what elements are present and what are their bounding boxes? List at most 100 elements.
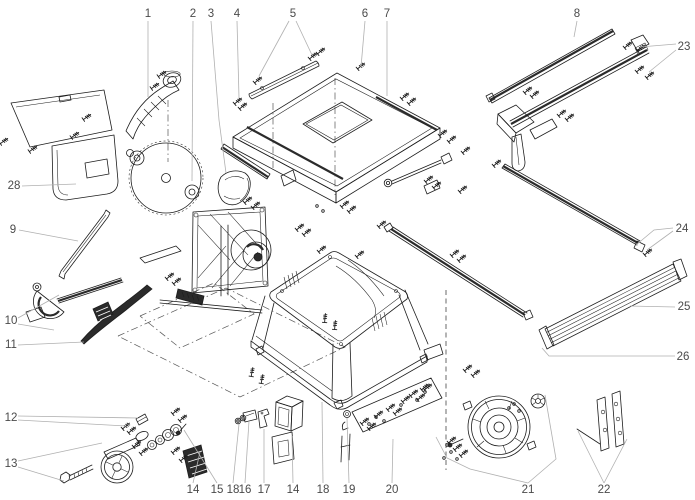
guard-side-covers-shape [16, 95, 100, 107]
part-label-18: 18 [227, 484, 240, 496]
screw-icon [232, 95, 244, 107]
callout-leader-24 [647, 231, 673, 250]
part-label-18: 18 [317, 484, 330, 496]
screw-icon [376, 218, 388, 230]
fan-housing-shape [536, 399, 541, 404]
callout-leader-3 [211, 21, 226, 173]
motor-assembly [140, 207, 271, 313]
table-top-shape [336, 128, 440, 203]
guard-side-covers-shape [11, 90, 112, 147]
motor-assembly-shape [194, 213, 198, 217]
screw-icon [529, 88, 541, 100]
callout-leader-21 [528, 395, 556, 483]
rip-fence-shape [631, 35, 649, 50]
base-housing-shape [276, 258, 400, 341]
base-housing [251, 252, 443, 410]
leg-brackets-shape [612, 391, 624, 447]
screw-icon [81, 112, 93, 122]
screw-icon [164, 270, 176, 282]
small-hardware-parts-shape [176, 431, 180, 435]
small-hardware-parts-shape [240, 415, 246, 421]
part-label-7: 7 [384, 8, 390, 20]
callout-leader-25 [630, 306, 675, 307]
hardware-dot [443, 457, 446, 460]
leg-brackets-shape [616, 417, 620, 421]
handwheel-assembly-shape [105, 455, 130, 480]
arbor-flanges-shape [185, 185, 199, 199]
rip-fence-shape [489, 29, 615, 103]
base-housing-shape [270, 252, 408, 349]
extension-table-shape [673, 259, 687, 280]
rear-rail [502, 164, 645, 252]
rip-fence-shape [516, 137, 519, 165]
saw-blade-shape [129, 141, 203, 215]
callout-leader-19 [347, 418, 349, 483]
table-top [221, 73, 452, 203]
callout-leader-20 [392, 439, 393, 483]
callout-leader-5 [296, 21, 312, 55]
small-hardware-parts-shape [246, 413, 254, 416]
blade-guard-shape [137, 96, 166, 126]
front-rail-shape [523, 310, 533, 320]
callout-leader-18 [233, 424, 239, 483]
handwheel-assembly-shape [163, 430, 174, 441]
base-housing-shape [372, 312, 387, 331]
screw-icon [634, 63, 646, 75]
fan-housing-shape [480, 408, 518, 446]
leg-brackets-shape [603, 428, 607, 432]
table-insert-strip-shape [249, 61, 319, 99]
handwheel-assembly-shape [166, 433, 171, 438]
handwheel-assembly [60, 425, 182, 484]
screw-icon [457, 183, 469, 195]
screw-icon [456, 252, 468, 264]
power-switch-shape [186, 451, 207, 474]
small-hardware-parts-shape [346, 413, 349, 416]
part-label-25: 25 [678, 301, 691, 313]
switch-box-shape [276, 396, 303, 407]
blade-shroud-shape [218, 171, 250, 205]
screw-icon [126, 424, 138, 436]
screw-icon [491, 157, 503, 169]
handwheel-assembly-shape [113, 463, 121, 471]
fan-housing-shape [487, 415, 511, 439]
screw-icon [0, 136, 10, 146]
callout-leader-12 [18, 416, 138, 418]
motor-assembly-shape [197, 212, 263, 288]
saw-blade-shape [162, 174, 171, 183]
left-rail-shape [63, 215, 106, 272]
fan-housing-shape [527, 441, 536, 450]
screw-icon [170, 444, 182, 456]
base-housing-shape [334, 400, 343, 409]
part-label-6: 6 [362, 8, 368, 20]
hardware-dot [450, 451, 453, 454]
switch-box-shape [278, 407, 289, 427]
screw-icon [449, 247, 461, 259]
hardware-screws [0, 39, 656, 464]
guard-side-covers [11, 90, 118, 200]
handwheel-assembly-shape [148, 441, 157, 450]
hardware-plate [352, 378, 442, 432]
rip-fence-shape [511, 50, 647, 124]
left-rail [59, 210, 110, 279]
base-housing-shape [399, 290, 428, 350]
base-housing-shape [281, 290, 284, 293]
push-stick [81, 285, 152, 344]
screw-icon [452, 441, 464, 453]
callout-leader-5 [259, 21, 289, 76]
screw-icon [392, 405, 404, 417]
fan-housing-shape [452, 439, 463, 444]
screw-icon [385, 401, 397, 413]
guard-side-covers-shape [52, 135, 118, 200]
callout-leader-11 [18, 342, 84, 345]
rip-fence-shape [497, 114, 516, 142]
fan-housing-shape [531, 394, 545, 408]
miter-gauge-shape [57, 278, 123, 303]
extension-table-shape [551, 278, 679, 343]
screw-icon [170, 405, 182, 417]
part-label-3: 3 [208, 8, 214, 20]
rip-fence-shape [530, 119, 557, 139]
part-label-15: 15 [211, 484, 224, 496]
screw-icon [138, 445, 150, 457]
